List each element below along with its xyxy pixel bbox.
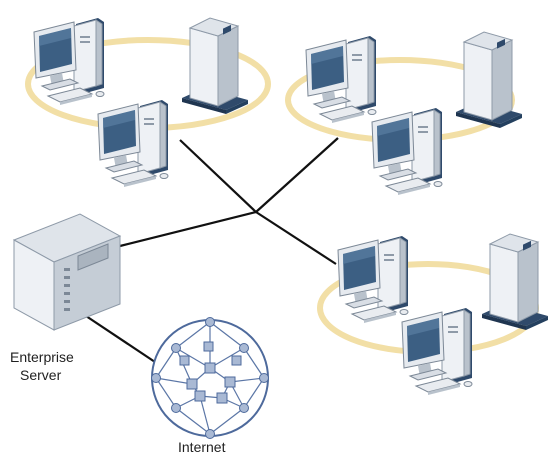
internet-globe-icon [151, 317, 269, 439]
enterprise-server-label-line1: Enterprise [10, 349, 74, 365]
tower-server-icon [455, 31, 523, 129]
internet-label: Internet [178, 439, 226, 454]
desktop-computer-icon [97, 99, 169, 188]
desktop-computer-icon [33, 17, 105, 106]
desktop-computer-icon [337, 235, 409, 324]
desktop-computer-icon [371, 107, 443, 196]
enterprise-server-label-line2: Server [20, 367, 62, 383]
tower-server-icon [481, 233, 549, 331]
desktop-computer-icon [401, 307, 473, 396]
network-links [85, 137, 339, 365]
desktop-computer-icon [305, 35, 377, 124]
tower-server-icon [181, 17, 249, 115]
enterprise-server-icon [12, 213, 122, 331]
